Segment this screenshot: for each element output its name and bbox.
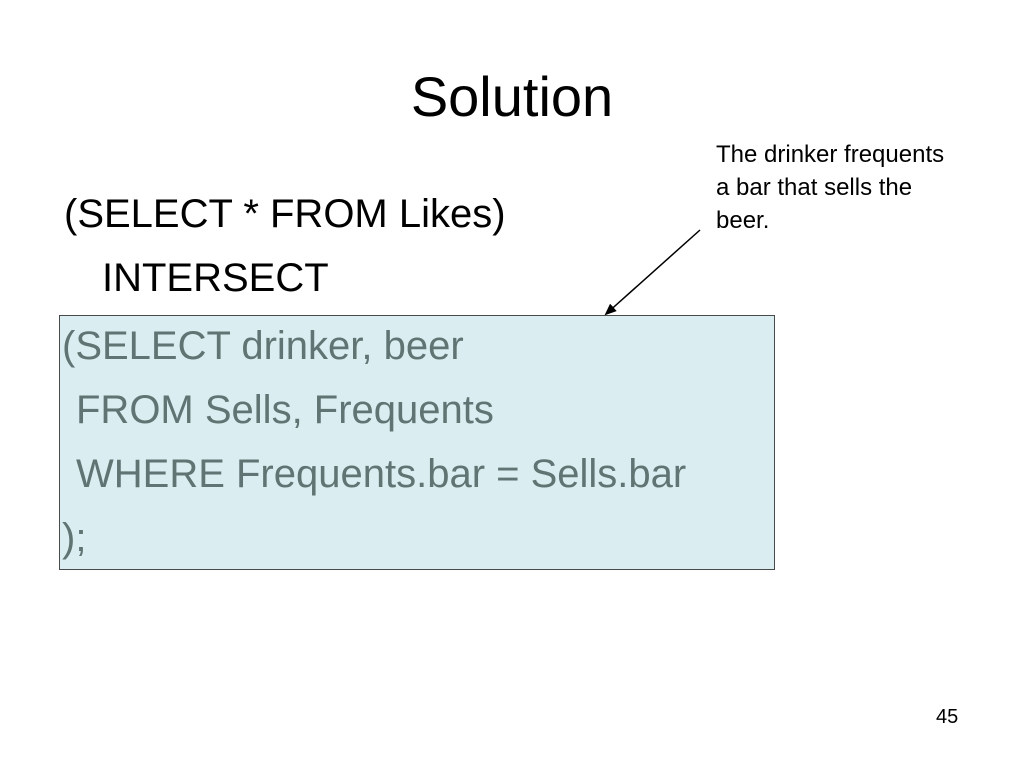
slide-title: Solution xyxy=(410,65,614,128)
subquery-line-where: WHERE Frequents.bar = Sells.bar xyxy=(76,452,687,496)
subquery-line-from: FROM Sells, Frequents xyxy=(76,388,494,432)
query-line-select-likes: (SELECT * FROM Likes) xyxy=(64,192,506,236)
subquery-line-select: (SELECT drinker, beer xyxy=(62,324,464,368)
query-line-intersect: INTERSECT xyxy=(102,256,329,300)
page-number: 45 xyxy=(936,706,959,728)
subquery-line-close: ); xyxy=(62,516,87,560)
annotation-callout-text: The drinker frequents a bar that sells t… xyxy=(716,141,945,234)
highlighted-subquery-box: (SELECT drinker, beer FROM Sells, Freque… xyxy=(59,315,775,570)
